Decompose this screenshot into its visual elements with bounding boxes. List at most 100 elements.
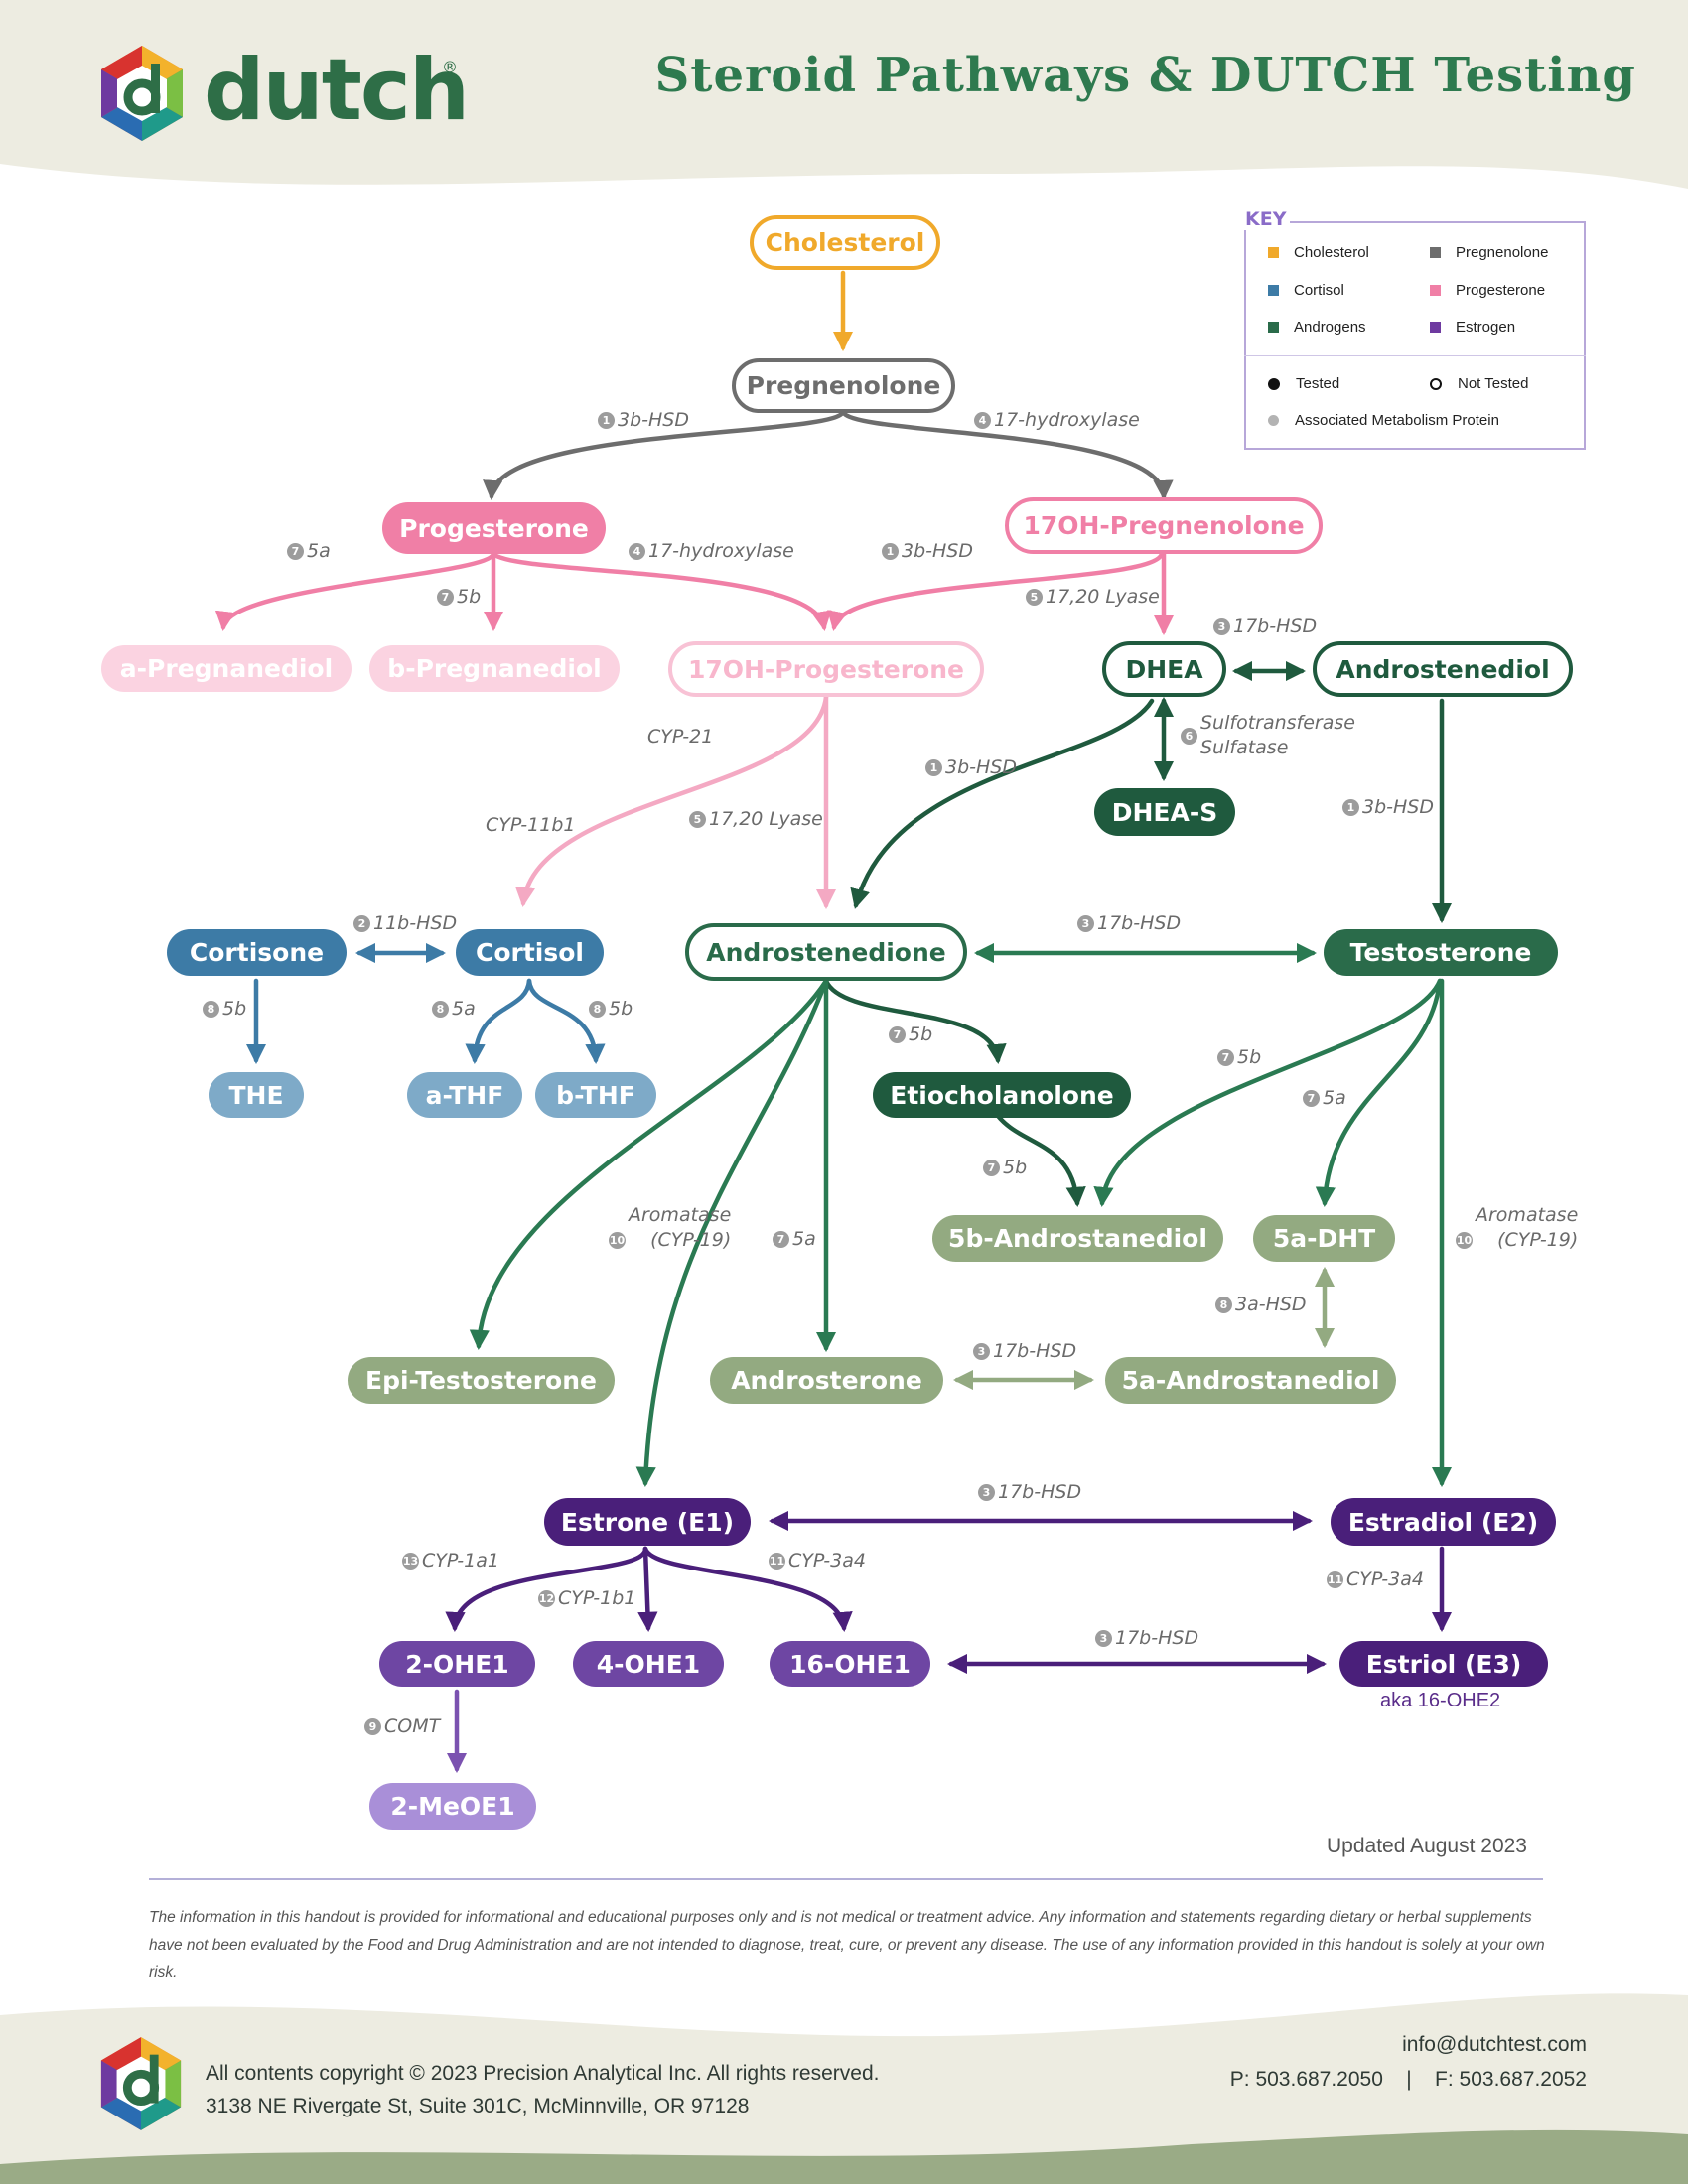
node-etiocholanolone: Etiocholanolone [873, 1072, 1131, 1118]
node-5a-dht: 5a-DHT [1253, 1215, 1395, 1262]
protein-number-icon: 3 [978, 1484, 995, 1501]
protein-number-icon: 6 [1181, 727, 1197, 745]
protein-number-icon: 10 [609, 1232, 626, 1249]
footer-email[interactable]: info@dutchtest.com [1402, 2033, 1587, 2056]
estriol-aka-note: aka 16-OHE2 [1380, 1690, 1501, 1711]
protein-number-icon: 13 [402, 1553, 419, 1570]
protein-number-icon: 7 [983, 1160, 1000, 1176]
protein-number-icon: 10 [1456, 1232, 1473, 1249]
node-the: THE [209, 1072, 304, 1118]
swatch-icon [1430, 322, 1441, 333]
disclaimer-text: The information in this handout is provi… [149, 1909, 1545, 1980]
swatch-icon [1268, 285, 1279, 296]
node-17oh-pregnenolone: 17OH-Pregnenolone [1005, 497, 1323, 554]
protein-number-icon: 11 [1327, 1571, 1343, 1588]
protein-number-icon: 9 [364, 1718, 381, 1735]
protein-number-icon: 1 [1342, 799, 1359, 816]
legend-title: KEY [1241, 208, 1291, 230]
swatch-icon [1268, 322, 1279, 333]
protein-number-icon: 3 [1077, 915, 1094, 932]
protein-number-icon: 11 [769, 1553, 785, 1570]
node-estradiol: Estradiol (E2) [1331, 1498, 1556, 1546]
protein-number-icon: 7 [1303, 1090, 1320, 1107]
legend-item-progesterone: Progesterone [1430, 282, 1545, 299]
protein-number-icon: 7 [773, 1231, 789, 1248]
node-cholesterol: Cholesterol [750, 215, 940, 270]
legend-item-androgens: Androgens [1268, 319, 1366, 336]
protein-number-icon: 5 [689, 811, 706, 828]
hollow-dot-icon [1430, 377, 1442, 390]
swatch-icon [1430, 285, 1441, 296]
legend-item-protein: Associated Metabolism Protein [1268, 412, 1499, 429]
footer-address: 3138 NE Rivergate St, Suite 301C, McMinn… [206, 2095, 750, 2117]
node-2-meoe1: 2-MeOE1 [369, 1783, 536, 1830]
node-b-pregnanediol: b-Pregnanediol [369, 645, 620, 692]
legend-item-pregnenolone: Pregnenolone [1430, 244, 1548, 261]
enzyme-label: CYP-21 [647, 726, 714, 748]
node-17oh-progesterone: 17OH-Progesterone [668, 641, 984, 697]
node-androstenediol: Androstenediol [1313, 641, 1573, 697]
footer-phones: P: 503.687.2050 | F: 503.687.2052 [1229, 2068, 1587, 2091]
node-dhea: DHEA [1102, 641, 1226, 697]
protein-number-icon: 1 [598, 412, 615, 429]
protein-number-icon: 2 [353, 915, 370, 932]
protein-number-icon: 8 [1215, 1297, 1232, 1313]
node-estrone: Estrone (E1) [544, 1498, 751, 1546]
protein-number-icon: 7 [1217, 1049, 1234, 1066]
node-testosterone: Testosterone [1324, 929, 1558, 976]
legend-box [1244, 221, 1586, 450]
dutch-logo-icon [100, 2037, 182, 2130]
dutch-logo-icon [101, 46, 183, 141]
node-5b-androstanediol: 5b-Androstanediol [932, 1215, 1223, 1262]
protein-number-icon: 5 [1026, 589, 1043, 606]
swatch-icon [1268, 247, 1279, 258]
enzyme-label: CYP-11b1 [486, 814, 576, 836]
node-5a-androstanediol: 5a-Androstanediol [1105, 1357, 1396, 1404]
legend-item-tested: Tested [1268, 375, 1339, 392]
legend-item-cholesterol: Cholesterol [1268, 244, 1369, 261]
protein-number-icon: 1 [882, 543, 899, 560]
legend-divider [1244, 355, 1586, 356]
node-cortisol: Cortisol [456, 929, 604, 976]
updated-date: Updated August 2023 [1326, 1835, 1527, 1857]
node-estriol: Estriol (E3) [1339, 1641, 1548, 1687]
registered-mark: ® [442, 58, 458, 76]
node-progesterone: Progesterone [382, 502, 606, 554]
legend-item-not-tested: Not Tested [1430, 375, 1528, 392]
node-a-thf: a-THF [407, 1072, 522, 1118]
protein-number-icon: 3 [1213, 618, 1230, 635]
node-4-ohe1: 4-OHE1 [573, 1641, 724, 1687]
protein-number-icon: 3 [973, 1343, 990, 1360]
protein-number-icon: 3 [1095, 1630, 1112, 1647]
node-a-pregnanediol: a-Pregnanediol [101, 645, 352, 692]
footer-copyright: All contents copyright © 2023 Precision … [206, 2062, 880, 2085]
protein-number-icon: 7 [437, 589, 454, 606]
